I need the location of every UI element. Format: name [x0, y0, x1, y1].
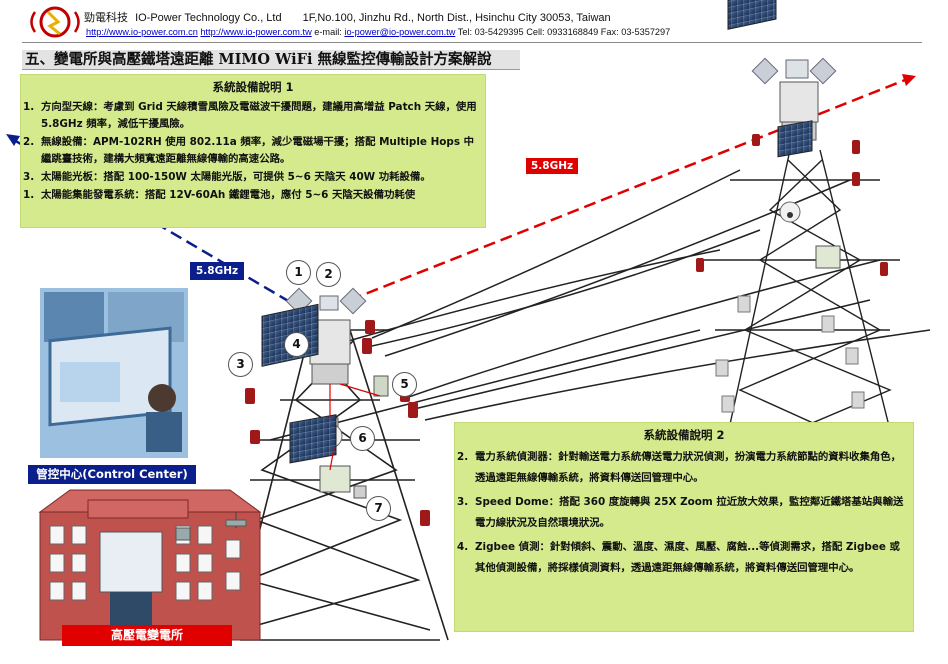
box1-heading: 系統設備說明 1: [212, 80, 294, 94]
monitor-icon: [40, 288, 188, 458]
item-text: 太陽能光板：搭配 100-150W 太陽能光版，可提供 5~6 天陰天 40W …: [41, 171, 431, 183]
company-name-en: IO-Power Technology Co., Ltd: [135, 12, 282, 24]
freq-label-red: 5.8GHz: [526, 158, 579, 174]
contact-line: http://www.io-power.com.cn http://www.io…: [86, 27, 670, 37]
substation-label: 高壓電變電所: [62, 625, 232, 646]
url-cn-link[interactable]: http://www.io-power.com.cn: [86, 27, 198, 37]
marker-3: 3: [228, 352, 253, 377]
item-number: 1.: [23, 101, 35, 113]
box2-item: 3. Speed Dome：搭配 360 度旋轉與 25X Zoom 拉近放大效果…: [455, 492, 913, 534]
zigbee-box-icon: [319, 465, 351, 493]
link-blue-arrow: [6, 134, 20, 146]
power-lines: [269, 169, 931, 441]
item-number: 4.: [457, 541, 469, 553]
building-icon: [38, 489, 262, 641]
tower-icon: [231, 329, 449, 641]
logo-icon: [30, 6, 80, 38]
item-text: 方向型天線：考慮到 Grid 天線積雪風險及電磁波干擾問題，建議用高增益 Pat…: [41, 101, 477, 130]
item-text: 無線設備：APM-102RH 使用 802.11a 頻率，減少電磁場干擾；搭配 …: [41, 136, 475, 165]
marker-5: 5: [392, 372, 417, 397]
item-text: 太陽能集能發電系統：搭配 12V-60Ah 鐵鋰電池，應付 5~6 天陰天設備功…: [41, 189, 416, 201]
item-text: Speed Dome：搭配 360 度旋轉與 25X Zoom 拉近放大效果，監…: [475, 496, 904, 529]
item-number: 2.: [457, 451, 469, 463]
cell-text: Cell: 0933168849: [526, 27, 599, 37]
box2-item: 4. Zigbee 偵測：針對傾斜、震動、溫度、濕度、風壓、腐蝕...等偵測需求，…: [455, 537, 913, 579]
item-text: 電力系統偵測器：針對輸送電力系統傳送電力狀況偵測，扮演電力系統節點的資料收集角色…: [475, 451, 902, 484]
fax-text: Fax: 03-5357297: [600, 27, 671, 37]
solar-panel-lower-icon: [289, 414, 337, 464]
marker-2: 2: [316, 262, 341, 287]
marker-1: 1: [286, 260, 311, 285]
marker-7: 7: [366, 496, 391, 521]
item-number: 3.: [457, 496, 469, 508]
box2-list: 2. 電力系統偵測器：針對輸送電力系統傳送電力狀況偵測，扮演電力系統節點的資料收集…: [455, 447, 913, 579]
url-tw-link[interactable]: http://www.io-power.com.tw: [200, 27, 312, 37]
box1-item: 3. 太陽能光板：搭配 100-150W 太陽能光版，可提供 5~6 天陰天 40…: [21, 169, 485, 186]
link-red-arrow: [902, 74, 916, 86]
tel-text: Tel: 03-5429395: [457, 27, 524, 37]
far-antenna-icon: [751, 57, 837, 85]
page-title: 五、變電所與高壓鐵塔遠距離 MIMO WiFi 無線監控傳輸設計方案解說: [22, 50, 520, 70]
box2-item: 2. 電力系統偵測器：針對輸送電力系統傳送電力狀況偵測，扮演電力系統節點的資料收集…: [455, 447, 913, 489]
company-name-cn: 勁電科技: [84, 12, 128, 24]
far-solar-panel-icon: [727, 0, 777, 30]
freq-label-blue: 5.8GHz: [190, 262, 245, 280]
email-label: e-mail:: [314, 27, 342, 37]
patch-antenna-icon: [285, 287, 367, 315]
box1-item: 1. 方向型天線：考慮到 Grid 天線積雪風險及電磁波干擾問題，建議用高增益 P…: [21, 99, 485, 133]
box2-heading: 系統設備說明 2: [643, 428, 725, 442]
company-address: 1F,No.100, Jinzhu Rd., North Dist., Hsin…: [302, 12, 611, 24]
marker-6: 6: [350, 426, 375, 451]
item-number: 2.: [23, 136, 35, 148]
item-number: 3.: [23, 171, 35, 183]
email-link[interactable]: io-power@io-power.com.tw: [344, 27, 456, 37]
zigbee-sensor-icon: [373, 375, 389, 397]
item-text: Zigbee 偵測：針對傾斜、震動、溫度、濕度、風壓、腐蝕...等偵測需求，搭配…: [475, 541, 900, 574]
box1-item: 2. 無線設備：APM-102RH 使用 802.11a 頻率，減少電磁場干擾；搭…: [21, 134, 485, 168]
description-box-1: 系統設備說明 1 1. 方向型天線：考慮到 Grid 天線積雪風險及電磁波干擾問題…: [20, 74, 486, 228]
item-number: 1.: [23, 189, 35, 201]
box1-list: 1. 方向型天線：考慮到 Grid 天線積雪風險及電磁波干擾問題，建議用高增益 P…: [21, 99, 485, 204]
header-divider: [22, 42, 922, 43]
description-box-2: 系統設備說明 2 2. 電力系統偵測器：針對輸送電力系統傳送電力狀況偵測，扮演電力…: [454, 422, 914, 632]
control-center-label: 管控中心(Control Center): [28, 465, 196, 484]
company-header: 勁電科技 IO-Power Technology Co., Ltd 1F,No.…: [84, 9, 611, 25]
marker-4: 4: [284, 332, 309, 357]
box1-item: 1. 太陽能集能發電系統：搭配 12V-60Ah 鐵鋰電池，應付 5~6 天陰天設…: [21, 187, 485, 204]
